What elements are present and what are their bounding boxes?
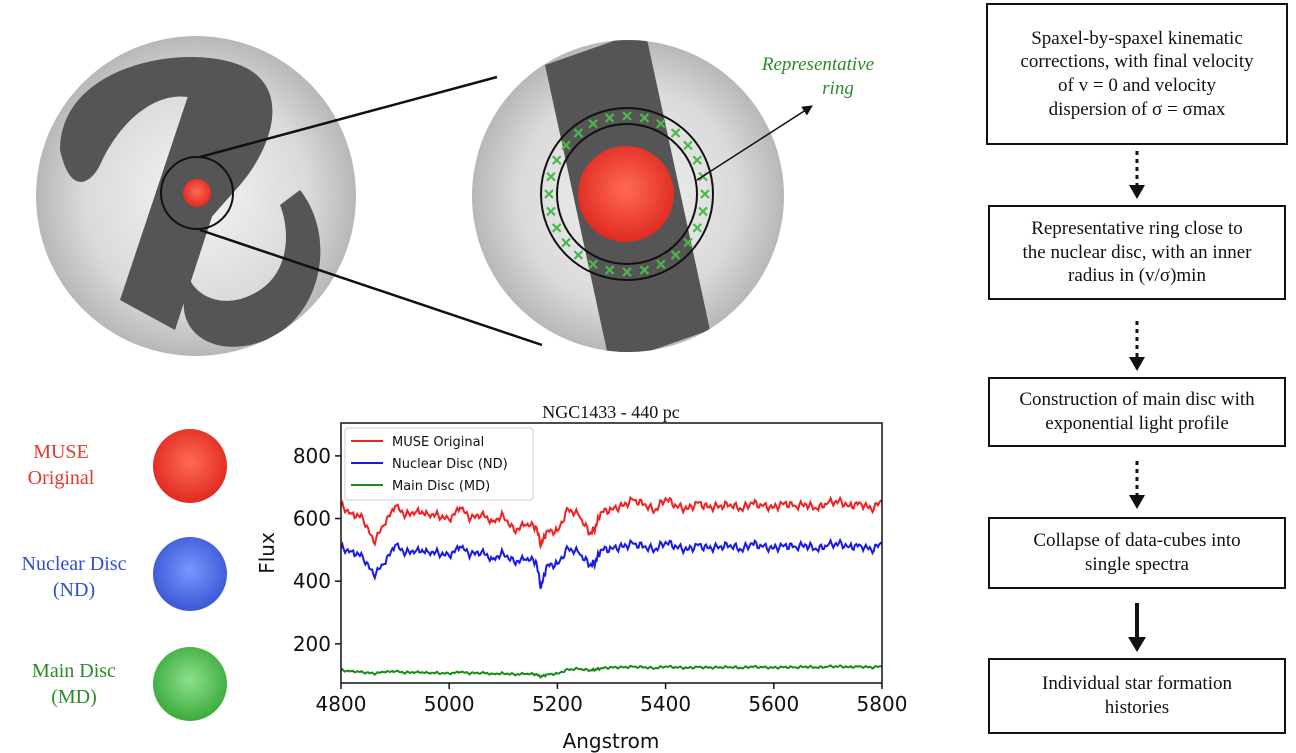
ring-inner [556,123,698,265]
main-disc-ball [153,647,227,721]
component-legend: MUSE Original Nuclear Disc (ND) Main Dis… [22,429,227,721]
ring-cross [544,189,554,199]
ring-cross [588,259,598,270]
ring-cross [573,128,584,138]
flow-step-3-line2: exponential light profile [1045,413,1229,434]
y-tick-label: 600 [293,507,331,531]
x-axis-label: Angstrom [563,729,660,753]
plot-frame [340,422,883,684]
ring-cross [639,113,650,123]
x-tick-label: 5400 [640,692,691,716]
galaxy-schematic: Representative ring [36,36,874,356]
ring-cross [700,189,710,199]
series-line-1 [341,495,882,550]
flow-step-5-line2: histories [1104,697,1170,718]
chart-title: NGC1433 - 440 pc [542,402,680,422]
ring-outer [540,107,714,281]
nuclear-disc-red [578,146,674,242]
ring-cross [622,267,632,277]
zoom-line-top [199,75,498,159]
flow-step-1-line4: dispersion of σ = σmax [1048,98,1226,120]
flow-step-5-line1: Individual star formation [1042,673,1232,695]
spectrum-chart: NGC1433 - 440 pc 4800 5000 5200 5400 5600 580… [255,402,907,753]
nuclear-disc-label-line1: Nuclear Disc [22,553,127,575]
ring-cross [656,259,666,270]
ring-label-arrow [696,105,813,181]
ring-cross [622,111,632,121]
ring-cross [588,118,598,129]
flow-step-4-line1: Collapse of data-cubes into [1033,530,1241,552]
x-axis: 4800 5000 5200 5400 5600 5800 [316,683,908,716]
muse-original-ball [153,429,227,503]
ring-cross [561,140,571,151]
y-tick-label: 200 [293,632,331,656]
flow-step-2-line2: the nuclear disc, with an inner [1022,241,1252,263]
y-tick-label: 800 [293,444,331,468]
legend-label: Main Disc (MD) [392,479,490,494]
nucleus-red-dot [183,179,211,207]
series-lines [341,495,882,679]
x-tick-label: 5000 [424,692,475,716]
galaxy-arm-lower [183,190,321,347]
flow-step-1: Spaxel-by-spaxel kinematic corrections, … [986,3,1288,145]
ring-cross [604,113,615,123]
flow-step-2-line1: Representative ring close to [1031,217,1243,239]
ring-cross [692,155,703,165]
ring-label-line1: Representative [761,54,874,75]
legend-label: MUSE Original [392,435,484,450]
ring-cross [670,128,681,138]
muse-original-label-line1: MUSE [33,441,89,463]
flow-step-1-line3: of v = 0 and velocity [1058,75,1216,96]
ring-label-line2: ring [822,78,854,99]
flow-arrows [1128,151,1146,652]
ring-cross [639,265,650,275]
flow-step-4-line2: single spectra [1085,554,1189,575]
x-tick-label: 5200 [532,692,583,716]
ring-cross [551,223,562,233]
zoom-line-bottom [199,228,543,347]
flow-arrow-solid [1128,603,1146,652]
y-axis-label: Flux [255,532,279,574]
flow-step-2-line3: radius in (v/σ)min [1068,265,1206,287]
ring-cross [683,237,693,248]
nuclear-disc-ball [153,537,227,611]
flow-step-5: Individual star formation histories [988,658,1286,734]
y-axis: 200 400 600 800 [293,444,341,656]
flow-step-3-line1: Construction of main disc with [1019,389,1255,411]
x-tick-label: 4800 [316,692,367,716]
ring-cross [698,206,708,217]
flow-step-4: Collapse of data-cubes into single spect… [988,517,1286,589]
nuclear-disc-label-line2: (ND) [53,579,95,601]
series-line-2 [341,537,882,590]
flow-arrow-dotted-2 [1129,321,1145,371]
nucleus-zoom-circle [160,156,234,230]
x-tick-label: 5800 [857,692,908,716]
ring-cross [670,250,681,260]
series-line-3 [341,664,882,679]
flow-step-1-line2: corrections, with final velocity [1020,51,1254,73]
muse-original-label-line2: Original [28,467,95,489]
flow-step-1-line1: Spaxel-by-spaxel kinematic [1031,27,1243,49]
y-tick-label: 400 [293,569,331,593]
ring-cross [683,140,693,151]
ring-cross [656,118,666,129]
ring-cross [692,223,703,233]
ring-cross [573,250,584,260]
legend-label: Nuclear Disc (ND) [392,457,508,472]
ring-cross [604,265,615,275]
ring-cross [546,171,556,182]
flow-arrow-dotted-3 [1129,461,1145,509]
flow-step-2: Representative ring close to the nuclear… [988,205,1286,300]
main-disc-label-line2: (MD) [51,686,97,708]
flow-step-3: Construction of main disc with exponenti… [988,377,1286,447]
flow-arrow-dotted-1 [1129,151,1145,199]
chart-legend-frame [344,427,534,501]
x-tick-label: 5600 [748,692,799,716]
main-disc-label-line1: Main Disc [32,660,116,682]
ring-cross [546,206,556,217]
ring-cross [551,155,562,165]
ring-cross [561,237,571,248]
